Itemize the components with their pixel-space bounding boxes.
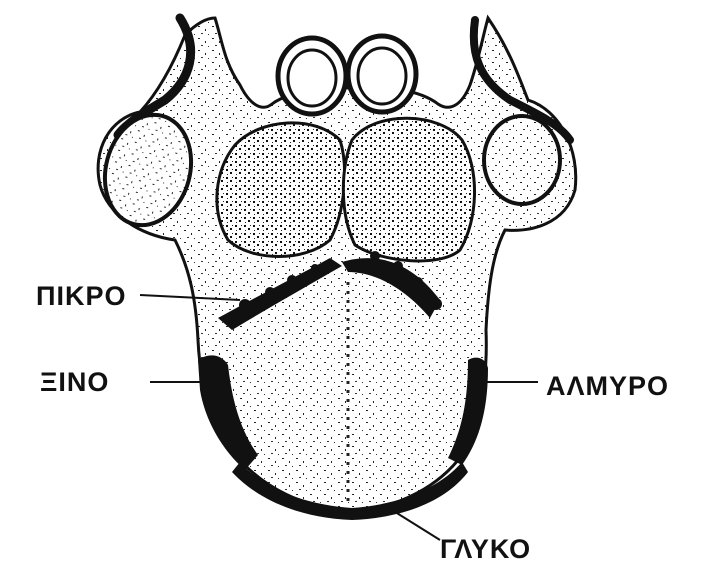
left-ring-inner xyxy=(288,50,336,106)
left-lobe xyxy=(217,123,345,257)
salty-label: ΑΛΜΥΡΟ xyxy=(546,371,669,401)
right-lobe xyxy=(343,118,474,261)
bitter-label: ΠΙΚΡΟ xyxy=(36,281,127,311)
right-ring-inner xyxy=(358,48,406,104)
right-tonsil xyxy=(484,116,560,204)
sweet-leader-line xyxy=(392,510,440,540)
sweet-label: ΓΛΥΚΟ xyxy=(440,534,531,564)
sour-label: ΞΙΝΟ xyxy=(40,367,109,397)
